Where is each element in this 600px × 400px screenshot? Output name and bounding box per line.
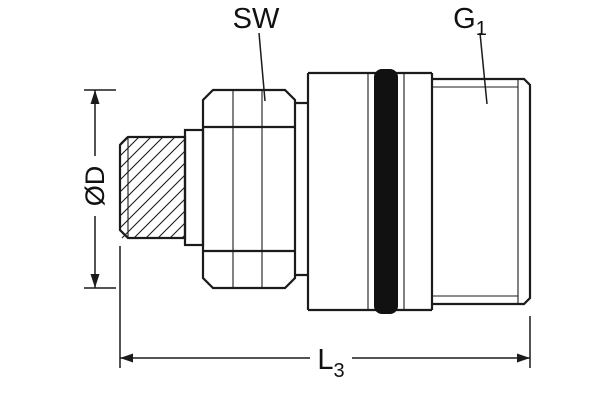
o-ring [374,69,398,314]
callout-sw: SW [233,3,280,102]
thread-hatching [119,136,186,239]
oring-groove-lines [367,73,405,310]
g1-leader-line [479,32,488,105]
diameter-extension-lines [84,89,116,289]
dimension-diameter: ØD [80,89,116,289]
coupling-part [118,69,532,314]
diameter-arrow-down [90,274,100,288]
threaded-stub-outline [118,135,187,240]
body-outline [306,71,434,312]
callout-g1: G1 [453,3,488,105]
length-extension-lines [119,246,531,368]
length-arrow-left [120,353,133,363]
threaded-end-outline [432,77,532,306]
diameter-label: ØD [80,166,110,207]
length-label-sub: 3 [334,360,345,382]
g1-label: G1 [453,3,487,40]
g1-label-base: G [453,3,476,35]
thread-crest-lines [432,86,518,297]
length-label-base: L [317,344,333,376]
sw-label: SW [233,3,280,35]
hex-groove-lines [232,90,263,288]
hex-flat-lines [203,125,295,253]
g1-label-sub: 1 [476,18,487,40]
length-label: L3 [317,344,344,382]
dimension-length: L3 [119,246,531,382]
neck-lines [295,101,308,277]
hex-nut-outline [201,88,297,290]
diameter-arrow-up [90,90,100,104]
collar [183,128,205,247]
length-arrow-right [517,353,530,363]
sw-leader-line [258,32,266,102]
